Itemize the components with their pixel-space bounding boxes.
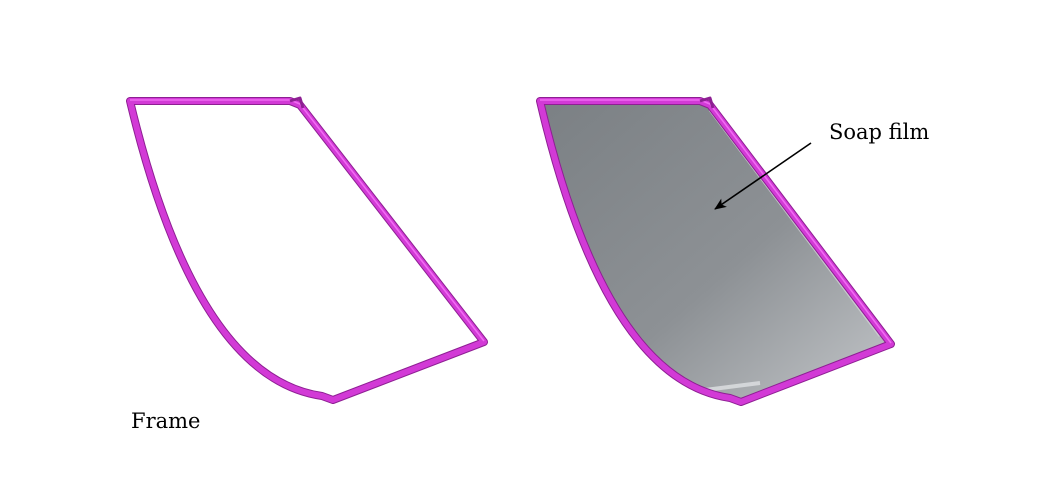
soap-film-arrow [714, 142, 812, 210]
empty-frame-shadow [126, 97, 488, 404]
film-frame-corner-notch [699, 96, 715, 109]
empty-frame-rod [127, 98, 487, 403]
empty-frame-highlight [130, 99, 485, 342]
film-frame-highlight [540, 99, 892, 344]
empty-frame-corner-notch [289, 96, 305, 109]
soap-film-surface [540, 101, 891, 402]
soap-film-label: Soap film [829, 120, 930, 144]
film-frame [536, 96, 895, 406]
soap-film-bottom-highlight [704, 381, 761, 392]
frame-label: Frame [131, 409, 201, 433]
film-frame-rod [537, 98, 894, 405]
empty-frame [126, 96, 488, 404]
